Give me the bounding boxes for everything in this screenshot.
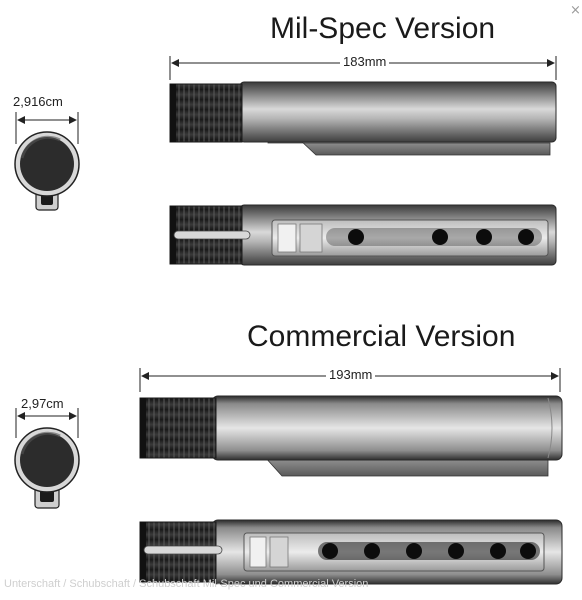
commercial-title: Commercial Version (247, 320, 516, 353)
close-icon[interactable]: × (570, 3, 581, 18)
milspec-cross-section (14, 112, 80, 211)
milspec-title: Mil-Spec Version (270, 12, 496, 45)
commercial-tube-slotted (139, 519, 563, 585)
milspec-diameter-label: 2,916cm (13, 94, 63, 109)
commercial-tube-side (139, 395, 563, 477)
milspec-length-label: 183mm (340, 54, 390, 69)
commercial-diameter-label: 2,97cm (21, 396, 64, 411)
milspec-tube-side (169, 81, 557, 156)
image-caption: Unterschaft / Schubschaft / Schubschaft … (4, 578, 369, 590)
commercial-length-label: 193mm (326, 367, 376, 382)
commercial-cross-section (14, 408, 80, 509)
milspec-tube-slotted (169, 204, 557, 266)
